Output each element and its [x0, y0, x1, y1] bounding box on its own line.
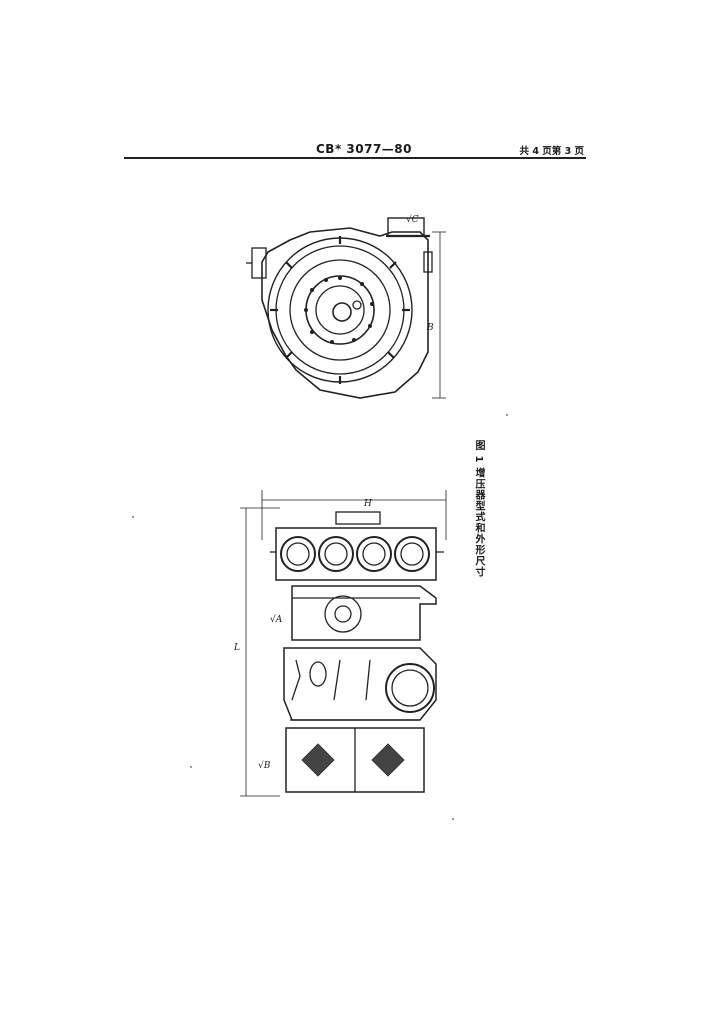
- dim-label-h: H: [363, 499, 372, 509]
- header-rule: [124, 157, 586, 159]
- page-info: 共 4 页第 3 页: [519, 146, 584, 157]
- technical-drawing: B √C: [233, 214, 447, 797]
- dim-marker-c: √C: [406, 214, 419, 225]
- standard-code: CB* 3077—80: [316, 142, 413, 156]
- end-view-drawing: [246, 217, 446, 399]
- figure-caption: 图 1 增压器型式和外形尺寸: [473, 440, 484, 578]
- dim-marker-a: √A: [270, 614, 283, 625]
- dim-marker-b: √B: [258, 760, 271, 771]
- base-hatching: [301, 743, 405, 777]
- page-header: CB* 3077—80 共 4 页第 3 页: [124, 138, 586, 162]
- dim-label-l: L: [233, 643, 240, 653]
- side-view-drawing: [240, 490, 447, 797]
- dim-label-b: B: [426, 323, 434, 333]
